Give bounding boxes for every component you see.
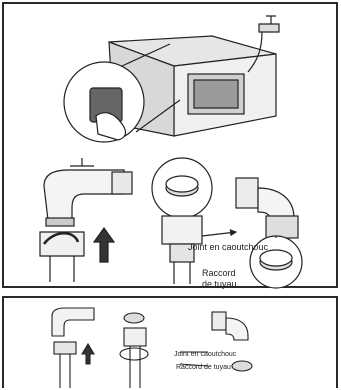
- fitting-label-line-1: Raccord: [202, 268, 236, 278]
- instruction-panel-bottom: Joint en caoutchouc Raccord de tuyau: [2, 296, 338, 388]
- gasket-label-small: Joint en caoutchouc: [174, 351, 237, 358]
- faucet-connection-small-illustration: [52, 308, 94, 388]
- top-illustration: Joint en caoutchouc Raccord de tuyau: [4, 4, 340, 290]
- elbow-hose-small-illustration: [180, 312, 252, 371]
- hose-fitting-small-illustration: [120, 313, 148, 388]
- faucet-connection-illustration: [40, 158, 132, 282]
- gasket-label: Joint en caoutchouc: [188, 242, 269, 252]
- bottom-illustration: Joint en caoutchouc Raccord de tuyau: [4, 298, 340, 390]
- instruction-panel-top: Joint en caoutchouc Raccord de tuyau: [2, 2, 338, 288]
- fitting-label-line-2: de tuyau: [202, 279, 237, 289]
- hose-fitting-with-gasket-illustration: [152, 158, 212, 284]
- fitting-label-small: Raccord de tuyau: [176, 364, 231, 371]
